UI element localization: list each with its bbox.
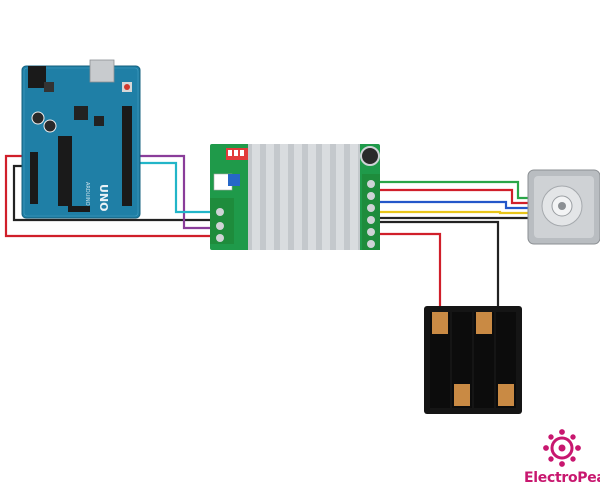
arduino-pcb (21, 65, 141, 219)
power-jack (28, 66, 46, 88)
arduino-board-label: UNO (97, 184, 110, 212)
electropeak-logo-icon (543, 429, 581, 467)
wire-yellow-motor (378, 210, 536, 215)
wire-purple-signal (130, 154, 216, 230)
wire-red-battery (378, 232, 442, 310)
power-header (30, 152, 38, 204)
stepper-driver-module (210, 144, 380, 250)
wire-red-arduino-power (4, 154, 216, 238)
battery-cell (432, 312, 448, 334)
stepper-motor (527, 169, 600, 245)
battery-cell (476, 312, 492, 334)
electrolytic-capacitor (360, 146, 380, 166)
wire-black-battery (378, 220, 500, 310)
battery-holder (424, 306, 522, 414)
digital-header (122, 106, 132, 206)
usb-connector (89, 59, 115, 83)
arduino-uno-board: UNO ARDUINO (21, 59, 141, 219)
wire-red-motor (378, 188, 536, 205)
arduino-sub-label: ARDUINO (84, 182, 90, 206)
wire-cyan-signal (130, 161, 216, 214)
battery-cell (498, 384, 514, 406)
wire-green-motor (378, 180, 536, 200)
potentiometer (228, 174, 240, 186)
capacitor (43, 119, 57, 133)
electropeak-logo: ElectroPeak (524, 426, 600, 496)
wire-blue-motor (378, 200, 536, 210)
battery-cell (454, 384, 470, 406)
heatsink (248, 144, 360, 250)
brand-name: ElectroPeak (524, 470, 600, 486)
capacitor (31, 111, 45, 125)
atmega-chip (58, 136, 72, 206)
motor-shaft (558, 202, 566, 210)
